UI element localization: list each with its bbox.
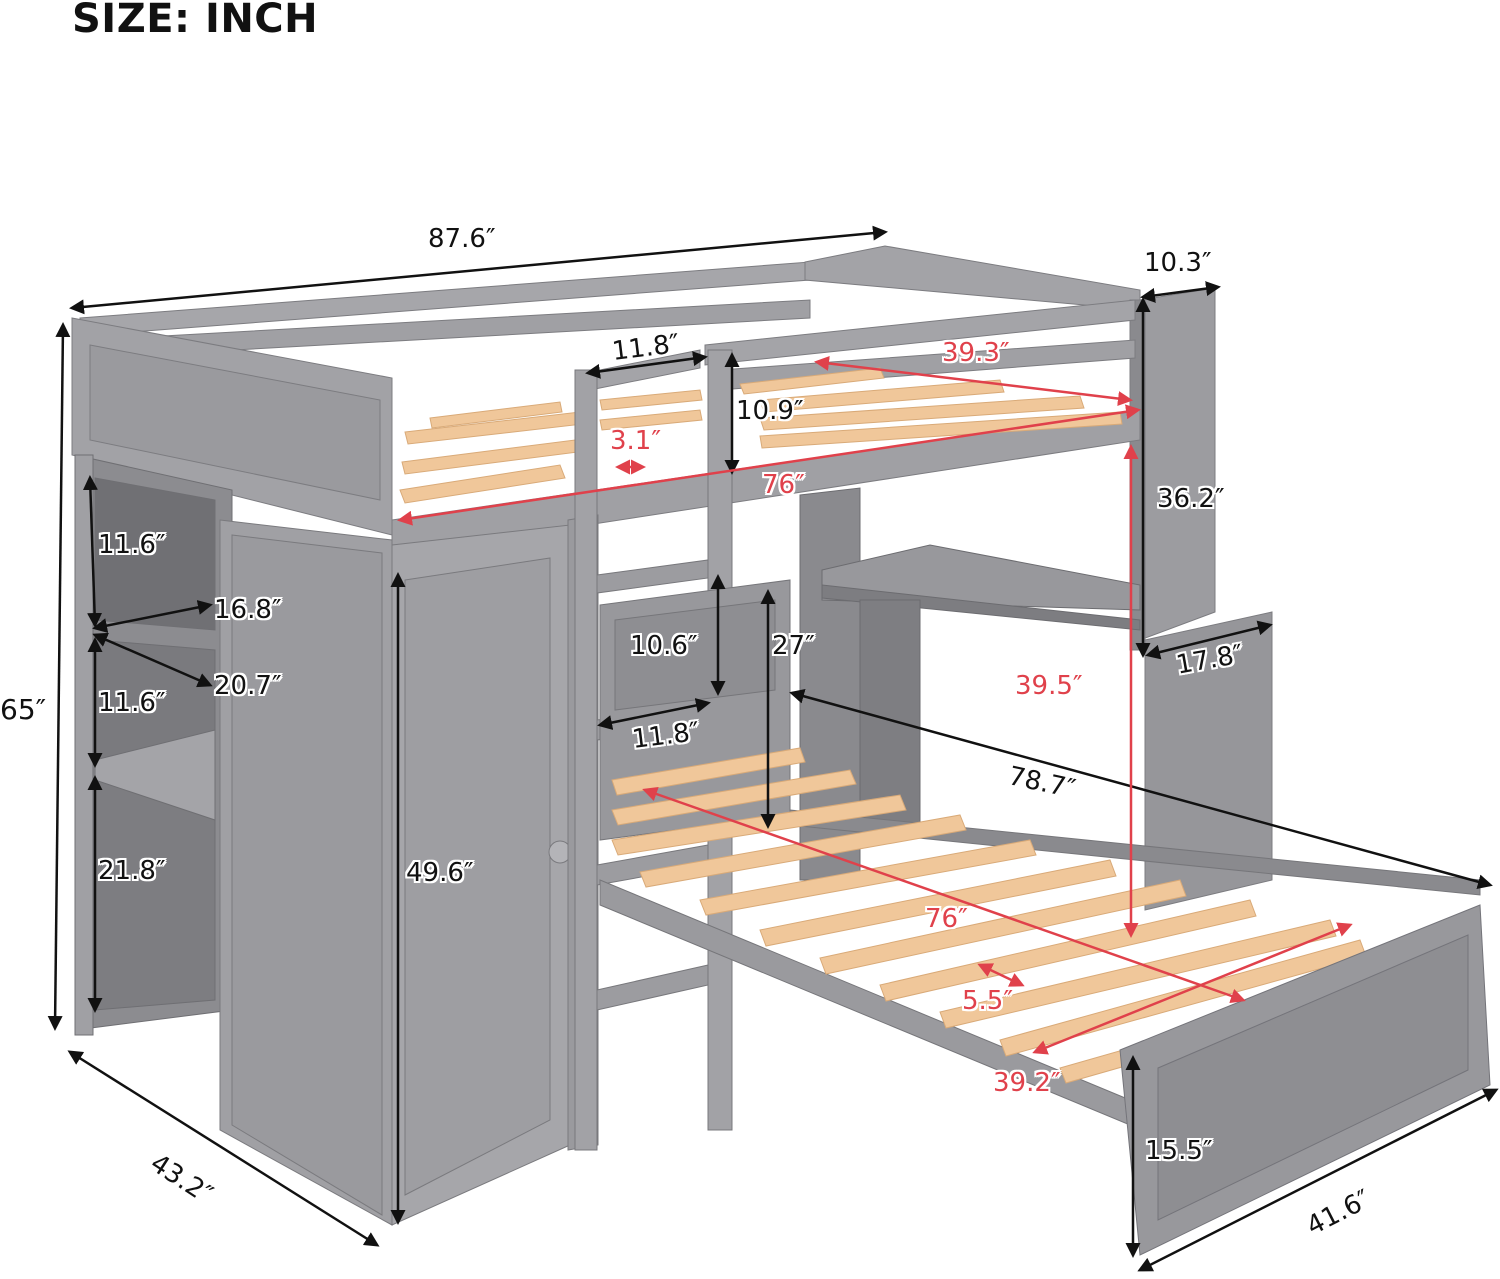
dim-under-loft-clearance: 39.5″ (1015, 671, 1083, 701)
dim-desk-cabinet-height: 36.2″ (1157, 484, 1225, 514)
dim-overall-length: 87.6″ (428, 224, 496, 254)
dim-shelf-depth: 16.8″ (214, 595, 282, 625)
dim-lower-slat-gap: 5.5″ (962, 986, 1014, 1016)
dim-shelf-height-top: 11.6″ (98, 530, 166, 560)
shelf-unit (74, 454, 233, 1036)
dim-overall-height: 65″ (0, 693, 47, 726)
dimension-lines-red (397, 356, 1353, 1055)
wardrobe (219, 514, 599, 1226)
dim-upper-slat-gap: 3.1″ (610, 426, 662, 456)
dim-ladder-step-height: 10.6″ (630, 631, 698, 661)
dim-desk-cabinet-depth: 10.3″ (1144, 248, 1212, 278)
dim-ladder-width: 11.8″ (630, 716, 702, 756)
dim-shelf-height-middle: 11.6″ (98, 688, 166, 718)
dim-shelf-width: 20.7″ (214, 671, 282, 701)
dim-upper-guardrail-gap: 11.8″ (610, 328, 682, 368)
dim-guardrail-height: 10.9″ (736, 396, 804, 426)
dim-lower-mattress-width: 39.2″ (993, 1068, 1061, 1098)
dim-shelf-height-bottom: 21.8″ (98, 856, 166, 886)
dim-wardrobe-height: 49.6″ (406, 858, 474, 888)
dim-lower-mattress-length: 76″ (925, 904, 968, 934)
dim-upper-mattress-width: 39.3″ (942, 338, 1010, 368)
page-title: SIZE: INCH (72, 0, 319, 42)
dim-lower-headboard-height: 27″ (772, 631, 815, 661)
dim-footboard-height: 15.5″ (1145, 1136, 1213, 1166)
dim-upper-mattress-length: 76″ (762, 470, 805, 500)
